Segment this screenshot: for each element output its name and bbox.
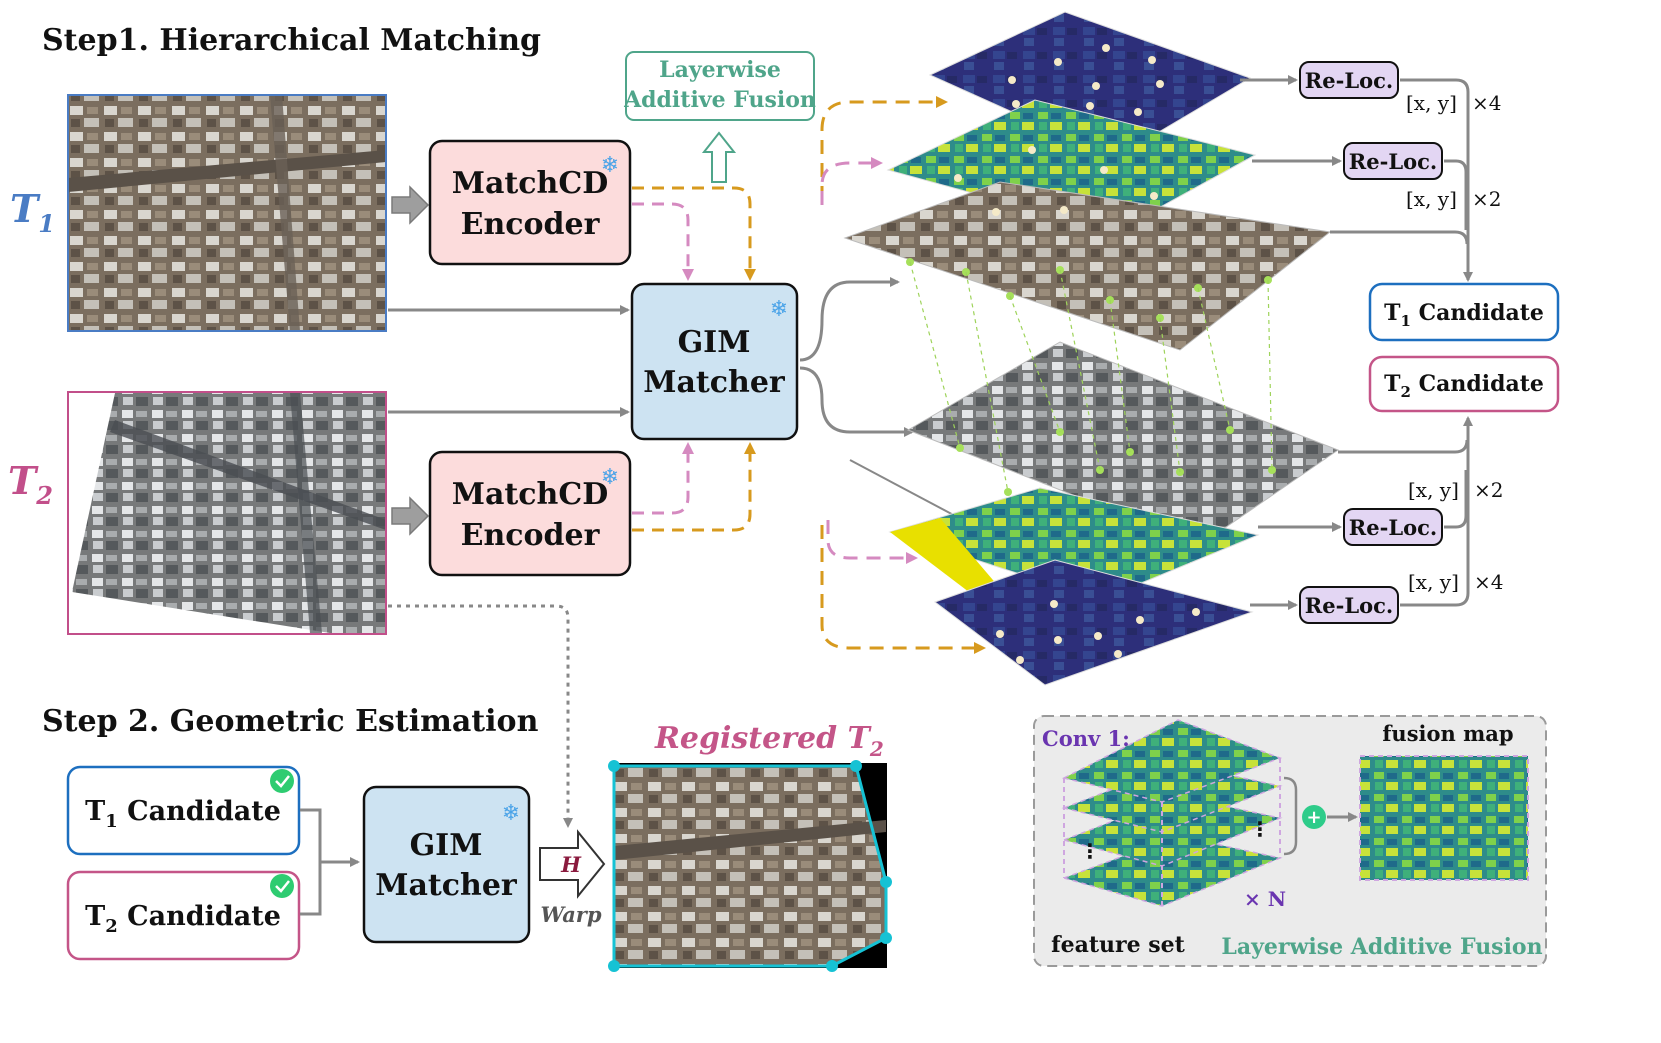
gim-out-upper [799, 277, 900, 362]
reloc-box-2: Re-Loc. [1343, 142, 1443, 180]
step1-title: Step1. Hierarchical Matching [42, 23, 541, 58]
mult-label-4: ×4 [1474, 570, 1503, 594]
aerial-layer-t1 [843, 181, 1332, 351]
svg-text:MatchCD: MatchCD [452, 477, 608, 512]
gim-matcher-main: GIM Matcher ❄ [630, 282, 799, 441]
arrow-t1-to-encoder [391, 185, 430, 225]
svg-text:GIM: GIM [410, 828, 483, 863]
svg-text:T2: T2 [8, 458, 53, 510]
registered-t2-image [608, 760, 892, 972]
gim-matcher-step2: GIM Matcher ❄ [362, 785, 531, 944]
svg-text:Re-Loc.: Re-Loc. [1349, 149, 1437, 174]
svg-text:GIM: GIM [678, 325, 751, 360]
encoder-top-pink-dash [632, 202, 694, 281]
matchcd-encoder-bottom: MatchCD Encoder ❄ [428, 450, 632, 577]
svg-text:T1 Candidate: T1 Candidate [85, 796, 281, 832]
svg-text:⋮: ⋮ [1080, 839, 1100, 863]
reloc3-to-t2-candidate [1444, 470, 1468, 529]
svg-text:Warp: Warp [540, 902, 601, 927]
svg-text:Layerwise: Layerwise [659, 57, 781, 83]
pink-dash-to-second-feature [820, 157, 883, 205]
svg-text:MatchCD: MatchCD [452, 166, 608, 201]
svg-text:T2 Candidate: T2 Candidate [1384, 371, 1544, 401]
svg-text:T1: T1 [10, 186, 55, 238]
coord-label-1: [x, y] [1406, 91, 1457, 115]
svg-text:Encoder: Encoder [461, 207, 601, 242]
fusion-map-image [1359, 755, 1529, 881]
arrow-t2-to-encoder [391, 496, 430, 536]
reloc1-to-t1-candidate [1400, 78, 1473, 282]
t2-label: T2 [8, 458, 53, 510]
svg-text:× N: × N [1244, 887, 1286, 911]
plus-icon [1302, 805, 1326, 829]
pink-dash-to-fifth-feature [826, 520, 918, 564]
mult-label-3: ×2 [1474, 478, 1503, 502]
reloc2-to-t1-candidate [1444, 159, 1468, 230]
gim-out-lower [799, 366, 914, 437]
step2-title: Step 2. Geometric Estimation [42, 704, 539, 739]
feature-layer-t2-purple [933, 559, 1254, 686]
reloc-box-1: Re-Loc. [1299, 61, 1399, 99]
warp-arrow: H Warp [539, 829, 606, 927]
svg-text:Encoder: Encoder [461, 518, 601, 553]
aerial-t1-to-candidate [1330, 230, 1469, 245]
candidates-to-gim2 [300, 808, 358, 916]
snowflake-icon: ❄ [770, 297, 788, 322]
svg-text:fusion map: fusion map [1382, 721, 1513, 746]
svg-text:Layerwise Additive Fusion: Layerwise Additive Fusion [1221, 934, 1542, 960]
aerial-t2-to-candidate [1338, 439, 1469, 454]
feature-set-stack: ⋮ ⋮ [1061, 719, 1283, 907]
layerwise-fusion-box: Layerwise Additive Fusion [623, 51, 816, 121]
step2-t2-candidate: T2 Candidate [66, 870, 301, 961]
t1-candidate-box: T1 Candidate [1368, 282, 1560, 342]
t1-image [67, 94, 387, 332]
match-lines [909, 261, 1273, 493]
encoder-bottom-pink-dash [632, 442, 694, 515]
mult-label-2: ×2 [1472, 187, 1501, 211]
reloc-box-4: Re-Loc. [1299, 586, 1399, 624]
svg-text:Re-Loc.: Re-Loc. [1305, 593, 1393, 618]
coord-label-4: [x, y] [1408, 570, 1459, 594]
svg-text:⋮: ⋮ [1250, 817, 1270, 841]
svg-text:Matcher: Matcher [375, 868, 518, 903]
svg-text:Re-Loc.: Re-Loc. [1349, 515, 1437, 540]
check-icon [270, 874, 294, 898]
snowflake-icon: ❄ [601, 153, 619, 178]
svg-text:T2 Candidate: T2 Candidate [85, 901, 281, 937]
svg-text:Conv 1:: Conv 1: [1042, 726, 1130, 751]
reloc4-to-t2-candidate [1400, 416, 1473, 607]
snowflake-icon: ❄ [502, 801, 520, 826]
svg-text:Additive Fusion: Additive Fusion [623, 87, 816, 113]
snowflake-icon: ❄ [601, 465, 619, 490]
svg-text:feature set: feature set [1051, 932, 1186, 958]
orange-dash-to-bottom-feature [820, 525, 986, 654]
orange-dash-to-top-feature [820, 96, 948, 200]
encoder-bottom-orange-dash [632, 442, 756, 532]
registered-t2-title: Registered T2 [654, 721, 884, 761]
matchcd-encoder-top: MatchCD Encoder ❄ [428, 139, 632, 266]
fusion-up-arrow [701, 131, 737, 183]
encoder-top-orange-dash [632, 186, 756, 281]
mult-label-1: ×4 [1472, 91, 1501, 115]
svg-text:T1 Candidate: T1 Candidate [1384, 300, 1544, 330]
svg-text:Re-Loc.: Re-Loc. [1305, 68, 1393, 93]
step2-t1-candidate: T1 Candidate [66, 765, 301, 856]
t2-candidate-box: T2 Candidate [1368, 355, 1560, 413]
coord-label-3: [x, y] [1408, 478, 1459, 502]
coord-label-2: [x, y] [1406, 187, 1457, 211]
t1-label: T1 [10, 186, 55, 238]
svg-text:Matcher: Matcher [643, 365, 786, 400]
svg-text:H: H [560, 852, 582, 877]
svg-text:+: + [1306, 807, 1321, 828]
check-icon [270, 769, 294, 793]
keypoints [954, 44, 1200, 664]
t2-image [67, 391, 387, 635]
reloc-box-3: Re-Loc. [1343, 508, 1443, 546]
fusion-inset: Conv 1: fusion map ⋮ ⋮ + × N feature set… [1033, 715, 1547, 967]
